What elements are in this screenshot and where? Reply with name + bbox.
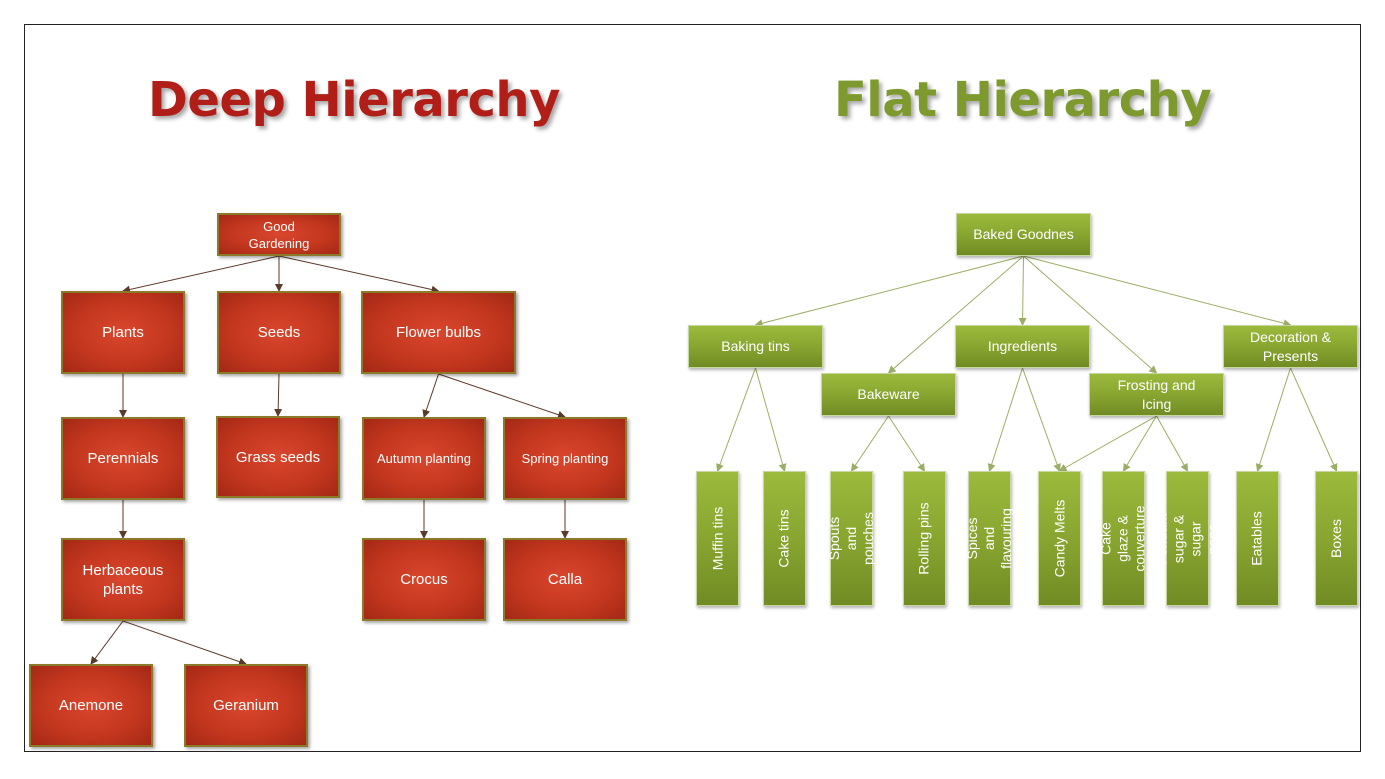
node-label: Baking tins xyxy=(721,338,790,354)
node-cake-tins: Cake tins xyxy=(763,471,806,606)
slide-frame xyxy=(24,24,1361,752)
connector-baked_goodnes-to-bakeware xyxy=(887,255,1024,374)
node-label: Spouts and pouches xyxy=(826,512,876,565)
node-spouts-and-pouches: Spouts and pouches xyxy=(826,471,876,606)
connector-frosting_icing-to-fondant_sugar xyxy=(1156,415,1188,472)
node-label: Anemone xyxy=(58,697,124,714)
node-ingredients: Ingredients xyxy=(955,325,1090,368)
node-label: Rolling pins xyxy=(916,502,932,575)
node-label: Perennials xyxy=(87,450,159,467)
connector-bakeware-to-spouts_pouches xyxy=(850,415,889,472)
connector-good_gardening-to-plants xyxy=(122,255,280,294)
node-label: Crocus xyxy=(400,571,448,588)
node-rolling-pins: Rolling pins xyxy=(903,471,946,606)
node-baking-tins: Baking tins xyxy=(688,325,823,368)
node-herbaceous-plants: Herbaceous plants xyxy=(61,538,185,621)
node-label: Bakeware xyxy=(857,386,920,402)
connector-frosting_icing-to-cake_glaze xyxy=(1122,415,1157,472)
node-label: Baked Goodnes xyxy=(973,226,1074,242)
flat-hierarchy-title: Flat Hierarchy xyxy=(834,72,1212,128)
node-bakeware: Bakeware xyxy=(821,373,956,416)
node-label: Muffin tins xyxy=(709,506,726,571)
connector-decoration_presents-to-eatables xyxy=(1255,367,1291,472)
node-grass-seeds: Grass seeds xyxy=(216,416,340,498)
node-label: Eatables xyxy=(1249,511,1266,566)
node-label: Fondant sugar & sugar pens xyxy=(1153,512,1221,565)
connector-bakeware-to-rolling_pins xyxy=(888,415,926,472)
node-spring-planting: Spring planting xyxy=(503,417,627,500)
flat-connectors xyxy=(716,255,1338,472)
node-label: Autumn planting xyxy=(377,451,471,466)
node-label: Herbaceous plants xyxy=(82,561,164,598)
node-label: Spring planting xyxy=(521,451,609,466)
node-label: Flower bulbs xyxy=(395,324,482,341)
connector-baking_tins-to-cake_tins xyxy=(755,367,787,472)
connector-flower_bulbs-to-autumn_planting xyxy=(422,373,439,418)
node-good-gardening: Good Gardening xyxy=(217,213,341,256)
node-autumn-planting: Autumn planting xyxy=(362,417,486,500)
node-label: Plants xyxy=(102,324,144,341)
node-plants: Plants xyxy=(61,291,185,374)
node-flower-bulbs: Flower bulbs xyxy=(361,291,516,374)
node-candy-melts: Candy Melts xyxy=(1038,471,1081,606)
connector-frosting_icing-to-candy_melts xyxy=(1058,415,1157,472)
connector-flower_bulbs-to-spring_planting xyxy=(438,373,566,419)
node-label: Grass seeds xyxy=(235,448,321,466)
connector-decoration_presents-to-boxes xyxy=(1290,367,1338,472)
node-label: Spices and flavouring xyxy=(964,508,1015,569)
node-label: Seeds xyxy=(257,324,301,341)
node-label: Geranium xyxy=(213,697,279,714)
deep-hierarchy-title: Deep Hierarchy xyxy=(148,72,560,128)
connector-baked_goodnes-to-frosting_icing xyxy=(1023,255,1158,374)
connector-ingredients-to-candy_melts xyxy=(1022,367,1061,472)
node-frosting-and-icing: Frosting and Icing xyxy=(1089,373,1224,416)
node-muffin-tins: Muffin tins xyxy=(696,471,739,606)
node-label: Ingredients xyxy=(987,338,1058,354)
connector-baked_goodnes-to-ingredients xyxy=(1018,255,1027,326)
connector-seeds-to-grass_seeds xyxy=(274,373,283,417)
connector-herbaceous_plants-to-anemone xyxy=(90,620,124,665)
connector-herbaceous_plants-to-geranium xyxy=(122,620,247,666)
node-cake-glaze-and-couverture: Cake glaze & couverture xyxy=(1098,471,1148,606)
node-boxes: Boxes xyxy=(1315,471,1358,606)
connector-baked_goodnes-to-decoration_presents xyxy=(1023,255,1292,328)
deep-connectors xyxy=(90,255,569,666)
node-decoration-and-presents: Decoration & Presents xyxy=(1223,325,1358,368)
node-crocus: Crocus xyxy=(362,538,486,621)
node-anemone: Anemone xyxy=(29,664,153,747)
node-label: Cake glaze & couverture xyxy=(1098,505,1148,572)
node-fondant-sugar: Fondant sugar & sugar pens xyxy=(1154,471,1221,606)
node-baked-goodnes: Baked Goodnes xyxy=(956,213,1091,256)
node-label: Candy Melts xyxy=(1051,499,1067,578)
node-seeds: Seeds xyxy=(217,291,341,374)
node-label: Boxes xyxy=(1327,519,1344,558)
node-label: Calla xyxy=(547,571,583,588)
node-label: Cake tins xyxy=(776,509,793,568)
connector-baking_tins-to-muffin_tins xyxy=(716,367,756,472)
connector-baked_goodnes-to-baking_tins xyxy=(754,255,1024,328)
node-perennials: Perennials xyxy=(61,417,185,500)
node-label: Frosting and Icing xyxy=(1117,376,1196,412)
node-spices-and-flavouring: Spices and flavouring xyxy=(964,471,1014,606)
connector-good_gardening-to-flower_bulbs xyxy=(278,255,440,294)
node-eatables: Eatables xyxy=(1236,471,1279,606)
node-label: Decoration & Presents xyxy=(1250,328,1331,364)
node-calla: Calla xyxy=(503,538,627,621)
node-geranium: Geranium xyxy=(184,664,308,747)
node-label: Good Gardening xyxy=(248,218,310,251)
connector-ingredients-to-spices_flavouring xyxy=(987,367,1023,472)
